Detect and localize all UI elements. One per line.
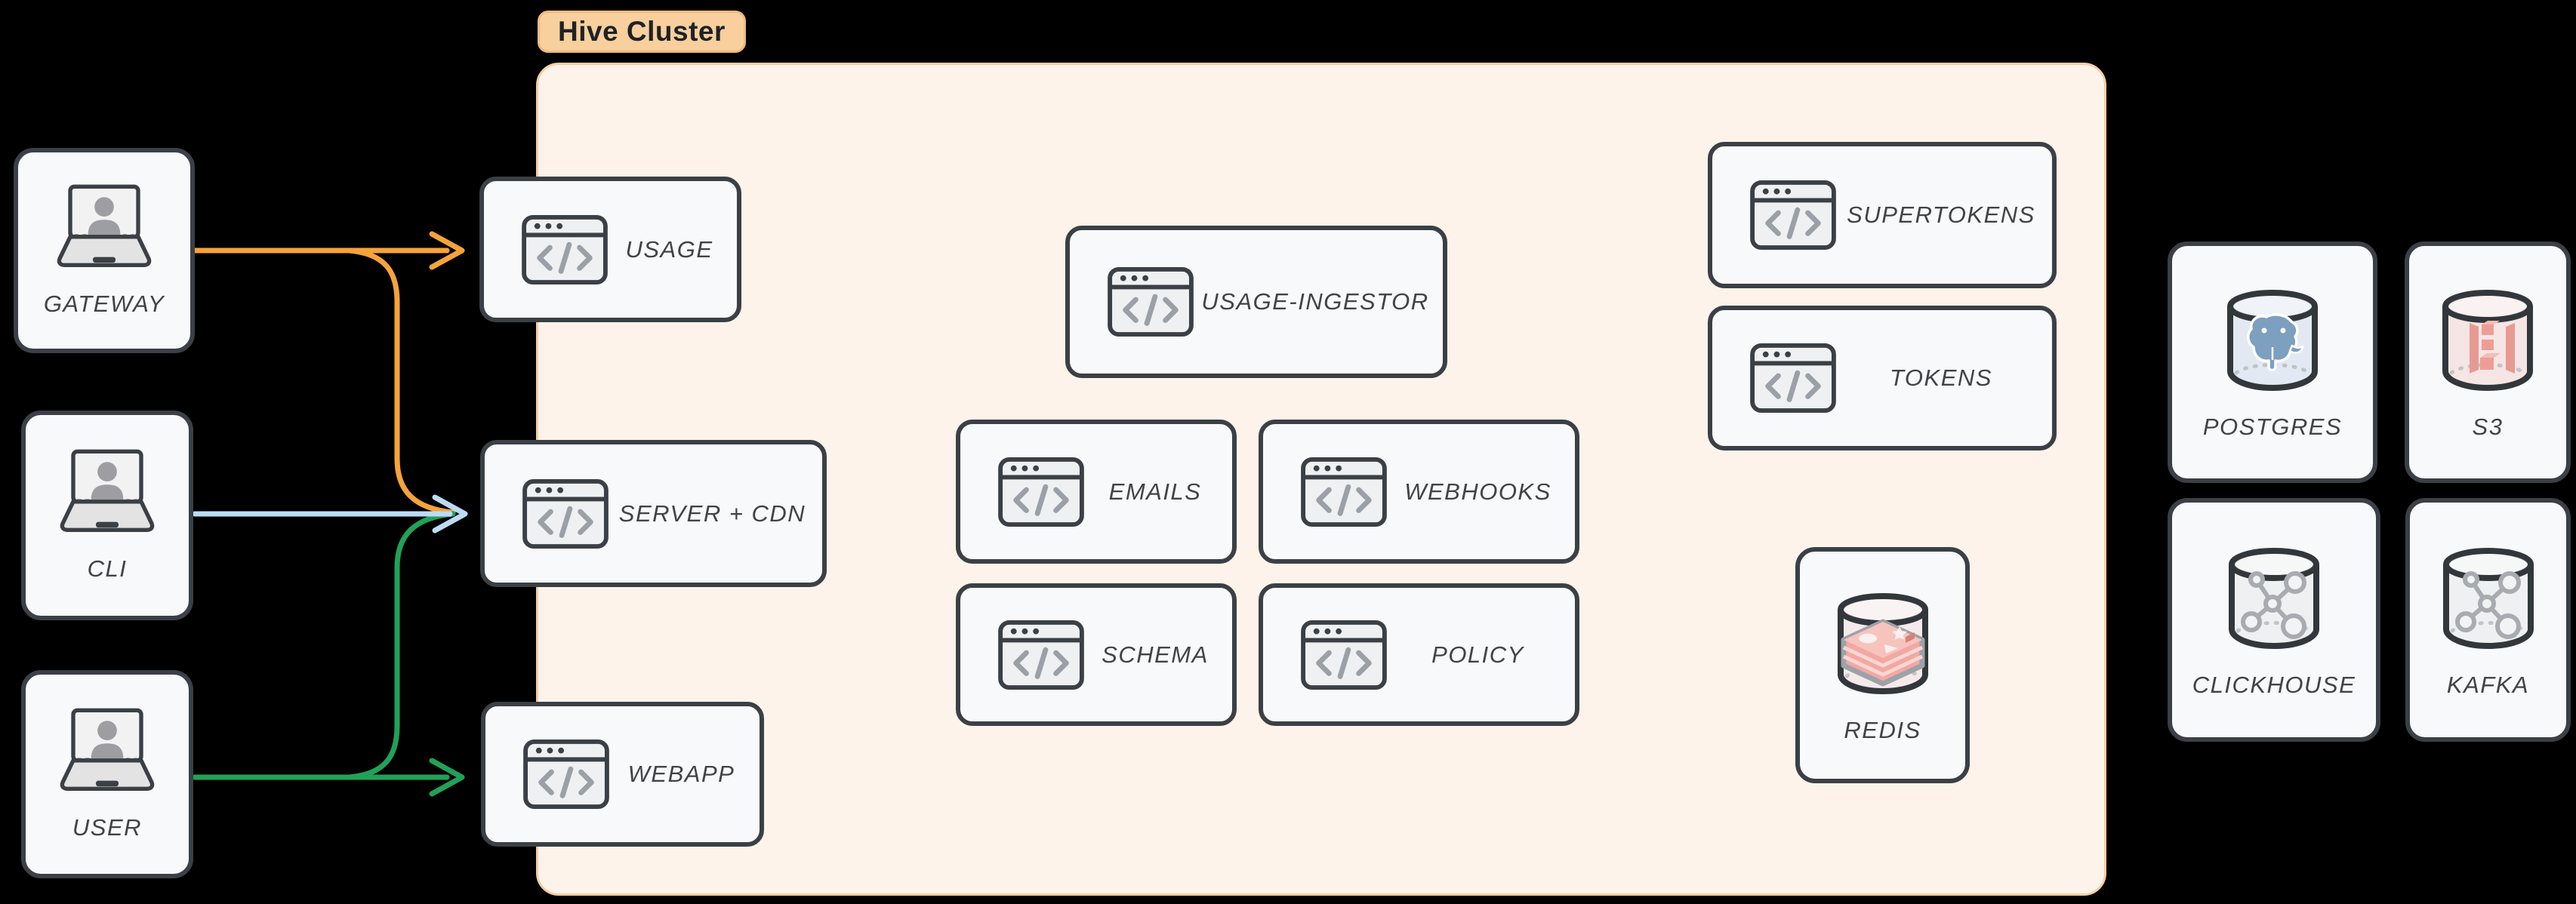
code-window-icon — [1299, 455, 1388, 529]
edge-user-webapp-arrowhead — [429, 758, 465, 797]
datastore-label-redis: REDIS — [1844, 716, 1921, 743]
code-window-icon — [522, 737, 611, 811]
code-window-icon — [997, 455, 1086, 529]
code-window-icon — [1106, 265, 1195, 339]
client-node-gateway: GATEWAY — [14, 148, 195, 353]
service-node-webapp: WEBAPP — [481, 702, 764, 847]
service-node-tokens: TOKENS — [1708, 306, 2057, 450]
datastore-label-postgres: POSTGRES — [2202, 414, 2343, 440]
service-node-supertokens: SUPERTOKENS — [1708, 142, 2057, 288]
service-label-policy: POLICY — [1431, 641, 1524, 668]
code-window-icon — [1749, 178, 1838, 252]
edge-user-servercdn — [346, 511, 456, 780]
client-label-cli: CLI — [87, 555, 128, 582]
postgres-database-icon — [2220, 284, 2325, 397]
datastore-label-kafka: KAFKA — [2446, 671, 2530, 698]
hive-cluster-label: Hive Cluster — [558, 16, 726, 47]
service-label-usage: USAGE — [625, 235, 713, 263]
client-node-user: USER — [21, 670, 193, 878]
service-node-emails: EMAILS — [956, 420, 1237, 564]
datastore-node-clickhouse: CLICKHOUSE — [2168, 498, 2380, 742]
code-window-icon — [521, 477, 610, 551]
edge-gateway-usage-arrowhead — [429, 231, 465, 270]
datastore-node-kafka: KAFKA — [2405, 498, 2571, 742]
laptop-user-icon — [51, 448, 164, 537]
service-label-usage-ingestor: USAGE-INGESTOR — [1201, 288, 1429, 315]
service-label-webhooks: WEBHOOKS — [1404, 478, 1551, 505]
laptop-user-icon — [48, 183, 161, 272]
service-node-policy: POLICY — [1259, 583, 1579, 726]
redis-database-icon — [1830, 587, 1936, 700]
service-label-supertokens: SUPERTOKENS — [1847, 201, 2035, 228]
datastore-node-postgres: POSTGRES — [2168, 241, 2377, 483]
laptop-user-icon — [51, 707, 164, 796]
service-label-webapp: WEBAPP — [627, 761, 735, 787]
client-node-cli: CLI — [21, 410, 193, 620]
client-label-gateway: GATEWAY — [43, 291, 165, 317]
code-window-icon — [520, 213, 609, 287]
service-node-server-cdn: SERVER + CDN — [480, 440, 827, 587]
datastore-label-clickhouse: CLICKHOUSE — [2192, 671, 2356, 698]
code-window-icon — [1749, 341, 1838, 415]
service-label-emails: EMAILS — [1108, 478, 1202, 505]
hive-cluster-tag: Hive Cluster — [538, 11, 746, 53]
service-node-usage-ingestor: USAGE-INGESTOR — [1065, 226, 1447, 378]
service-label-server-cdn: SERVER + CDN — [618, 500, 806, 527]
edge-gateway-servercdn — [346, 248, 456, 515]
service-node-webhooks: WEBHOOKS — [1259, 420, 1579, 564]
service-node-usage: USAGE — [479, 177, 741, 322]
datastore-node-s3: S3 — [2405, 241, 2571, 483]
edge-cli-servercdn-arrowhead — [432, 494, 468, 533]
clickhouse-database-icon — [2221, 542, 2327, 655]
client-label-user: USER — [72, 814, 143, 841]
code-window-icon — [997, 618, 1086, 692]
service-label-tokens: TOKENS — [1890, 364, 1992, 391]
service-node-schema: SCHEMA — [956, 583, 1237, 726]
kafka-database-icon — [2436, 542, 2541, 655]
datastore-node-redis: REDIS — [1795, 547, 1970, 783]
code-window-icon — [1299, 618, 1388, 692]
datastore-label-s3: S3 — [2472, 414, 2504, 440]
s3-database-icon — [2435, 284, 2541, 397]
service-label-schema: SCHEMA — [1102, 641, 1209, 668]
